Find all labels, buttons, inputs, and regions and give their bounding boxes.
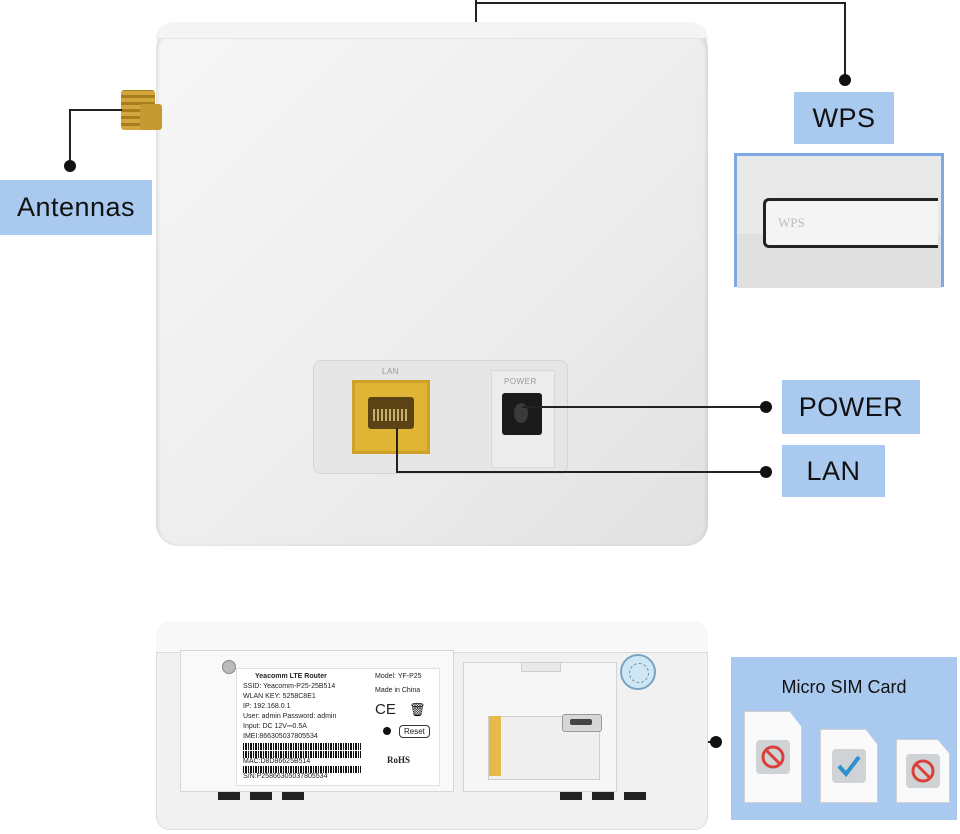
sticker-mac: MAC:D8D86625B514 <box>243 758 311 765</box>
sticker-wlan-key: WLAN KEY: 5258C8E1 <box>243 693 316 700</box>
lan-port-pins <box>373 409 409 421</box>
router-underside-lip <box>156 622 708 653</box>
sim-leader-dot <box>710 736 722 748</box>
device-label-sticker: Yeacomm LTE Router Model: YF-P25 SSID: Y… <box>236 668 440 786</box>
vent <box>560 792 582 800</box>
power-leader <box>522 406 765 408</box>
antennas-leader-v <box>69 109 71 165</box>
vent <box>218 792 240 800</box>
sticker-ssid: SSID: Yeacomm-P25-25B514 <box>243 683 336 690</box>
wps-button-text: WPS <box>778 215 805 230</box>
sticker-imei: IMEI:866305037805534 <box>243 733 318 740</box>
antennas-leader-h <box>70 109 122 111</box>
weee-bin-icon: 🗑 <box>409 702 426 717</box>
vent <box>592 792 614 800</box>
lan-leader-v <box>396 428 398 472</box>
mac-barcode <box>243 751 361 758</box>
sim-slot-contact <box>489 716 501 776</box>
sn-barcode <box>243 766 361 773</box>
sim-card-standard <box>744 711 802 803</box>
sticker-user: User: admin Password: admin <box>243 713 337 720</box>
sim-bay-notch <box>521 662 561 672</box>
antenna-base <box>140 104 162 130</box>
sticker-ip: IP: 192.168.0.1 <box>243 703 291 710</box>
sticker-title: Yeacomm LTE Router <box>255 673 327 680</box>
wps-callout: WPS <box>794 92 894 144</box>
prohibited-icon <box>761 745 785 769</box>
vent <box>250 792 272 800</box>
sticker-made-in: Made in China <box>375 687 421 694</box>
reset-label: Reset <box>399 725 430 738</box>
rohs-mark: RoHS <box>387 755 411 765</box>
screw-icon <box>222 660 236 674</box>
reset-hole <box>383 727 391 735</box>
micro-sim-panel: Micro SIM Card <box>731 657 957 820</box>
ce-mark: CE <box>375 701 396 718</box>
power-callout: POWER <box>782 380 920 434</box>
power-port-label: POWER <box>504 377 537 386</box>
lan-callout: LAN <box>782 445 885 497</box>
sim-card-micro <box>820 729 878 803</box>
sim-card-chip <box>906 754 940 788</box>
warranty-seal-icon <box>620 654 656 690</box>
wps-leader-v <box>844 2 846 78</box>
antennas-callout: Antennas <box>0 180 152 235</box>
vent <box>282 792 304 800</box>
sim-card-chip <box>832 749 866 783</box>
power-jack-pin <box>514 403 528 423</box>
lan-port-label: LAN <box>382 367 400 376</box>
power-jack <box>502 393 542 435</box>
sim-card-chip <box>756 740 790 774</box>
sticker-sn: S/N:P25866305037805534 <box>243 773 328 780</box>
power-leader-dot <box>760 401 772 413</box>
wps-leader-h <box>475 2 845 4</box>
prohibited-icon <box>911 759 935 783</box>
wps-button: WPS <box>763 198 938 248</box>
usb-port-socket <box>570 719 592 725</box>
wps-leader-stub <box>475 0 477 22</box>
antennas-leader-dot <box>64 160 76 172</box>
warranty-seal-inner <box>629 663 649 683</box>
vent <box>624 792 646 800</box>
lan-leader-dot <box>760 466 772 478</box>
checkmark-icon <box>837 755 861 778</box>
sticker-input: Input: DC 12V⎓0.5A <box>243 723 307 730</box>
micro-sim-title: Micro SIM Card <box>781 677 907 697</box>
usb-port <box>562 714 602 732</box>
lan-leader-h <box>396 471 765 473</box>
wps-inset-photo: WPS <box>734 153 944 288</box>
lan-port <box>352 380 430 454</box>
imei-barcode <box>243 743 361 750</box>
router-top-edge <box>156 22 708 39</box>
sticker-model: Model: YF-P25 <box>375 673 422 680</box>
wps-leader-dot <box>839 74 851 86</box>
sim-card-nano <box>896 739 950 803</box>
